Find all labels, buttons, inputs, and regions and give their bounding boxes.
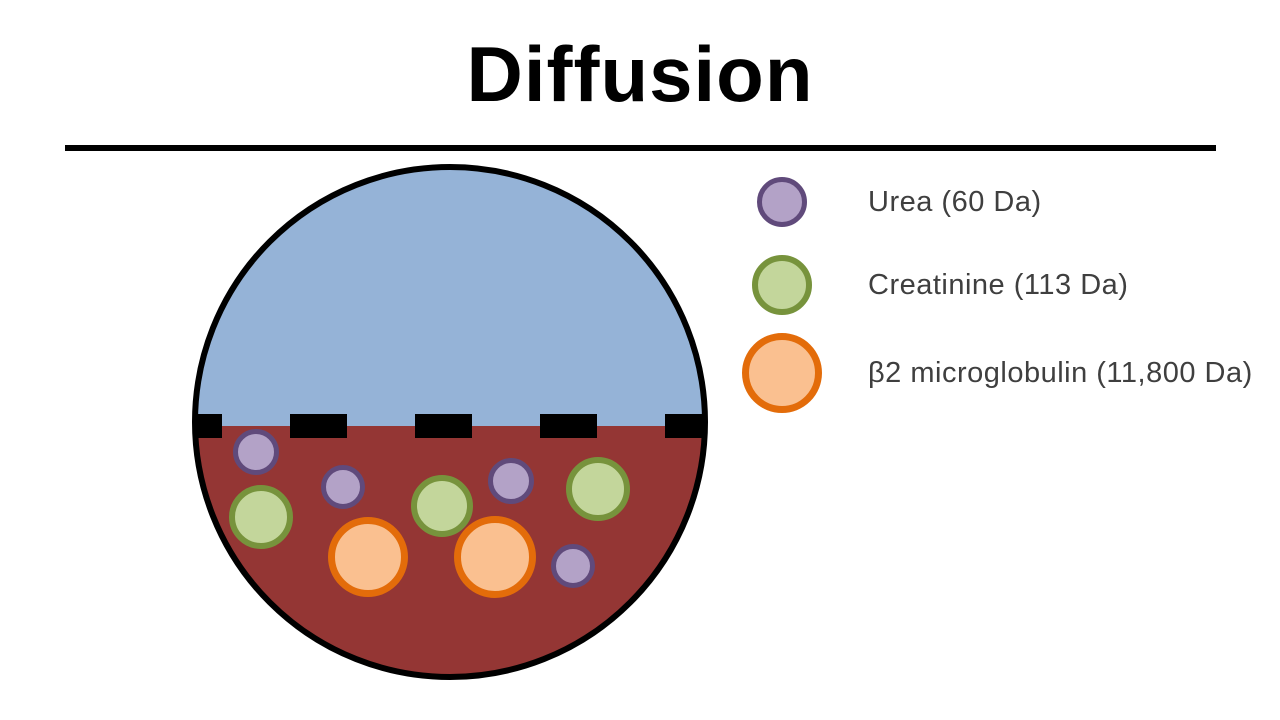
molecule-creatinine	[232, 488, 290, 546]
membrane-dash	[665, 414, 722, 438]
molecule-urea	[236, 432, 277, 473]
molecule-b2m	[332, 521, 405, 594]
membrane-dash	[540, 414, 597, 438]
membrane-dash	[415, 414, 472, 438]
membrane-dash	[290, 414, 347, 438]
molecule-urea	[554, 547, 593, 586]
molecule-creatinine	[569, 460, 627, 518]
top-compartment	[190, 162, 710, 426]
molecule-urea	[324, 468, 363, 507]
molecule-urea	[491, 461, 532, 502]
molecule-b2m	[458, 520, 533, 595]
molecule-creatinine	[414, 478, 470, 534]
